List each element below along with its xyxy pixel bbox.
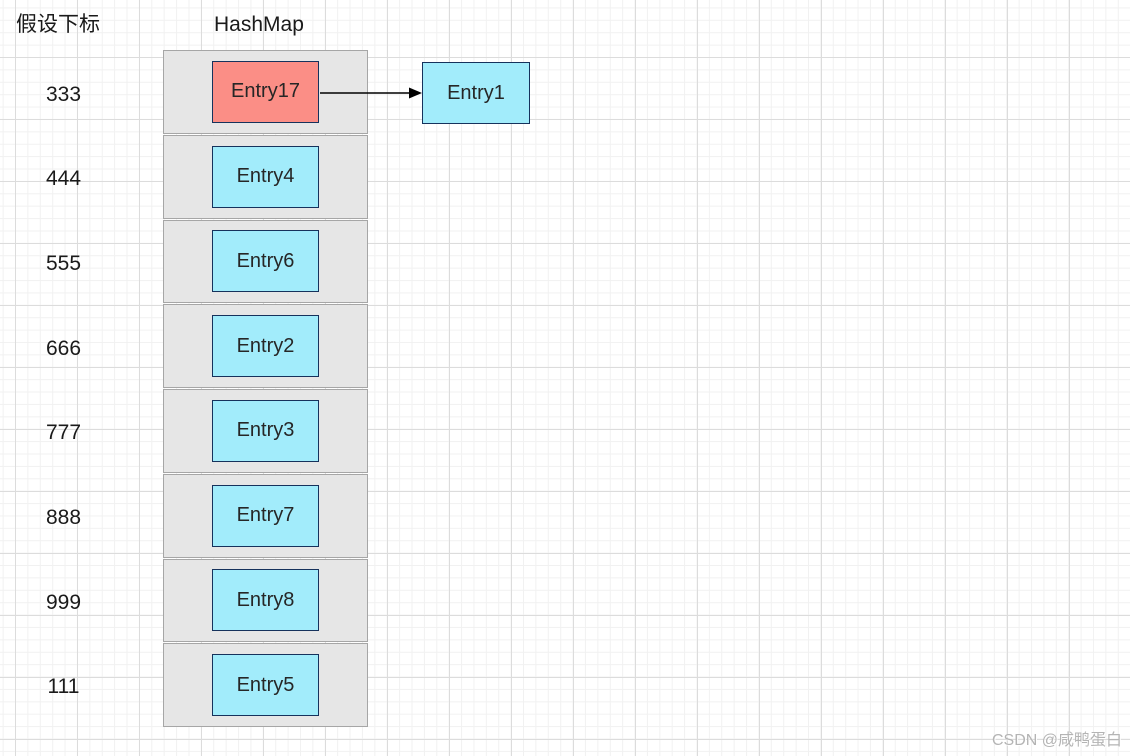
index-label: 999 xyxy=(45,590,82,614)
index-column-header: 假设下标 xyxy=(16,13,100,36)
index-column: 333 444 555 666 777 888 999 111 xyxy=(0,50,127,727)
index-label: 777 xyxy=(45,421,82,445)
index-label: 555 xyxy=(45,252,82,276)
bucket-cell: Entry3 xyxy=(163,389,368,473)
entry-node: Entry5 xyxy=(212,654,319,717)
index-label: 666 xyxy=(45,336,82,360)
entry-node: Entry4 xyxy=(212,145,319,208)
entry-node: Entry6 xyxy=(212,230,319,293)
bucket-cell: Entry7 xyxy=(163,473,368,558)
bucket-cell: Entry2 xyxy=(163,304,368,388)
entry-node: Entry8 xyxy=(212,569,319,632)
bucket-cell: Entry4 xyxy=(163,134,368,219)
bucket-cell: Entry5 xyxy=(163,643,368,727)
bucket-cell: Entry6 xyxy=(163,219,368,304)
entry-node: Entry2 xyxy=(212,315,319,378)
link-arrow xyxy=(320,87,422,99)
index-label: 888 xyxy=(45,505,82,529)
entry-node: Entry7 xyxy=(212,484,319,547)
bucket-cell: Entry17 xyxy=(163,50,368,134)
linked-entry-node: Entry1 xyxy=(422,62,530,124)
bucket-cell: Entry8 xyxy=(163,558,368,643)
index-label: 111 xyxy=(47,675,80,699)
hashmap-header: HashMap xyxy=(214,13,304,36)
watermark: CSDN @咸鸭蛋白 xyxy=(991,732,1122,749)
entry-node: Entry3 xyxy=(212,399,319,462)
index-label: 333 xyxy=(45,82,82,106)
index-label: 444 xyxy=(45,167,82,191)
entry-node-highlighted: Entry17 xyxy=(212,60,319,123)
